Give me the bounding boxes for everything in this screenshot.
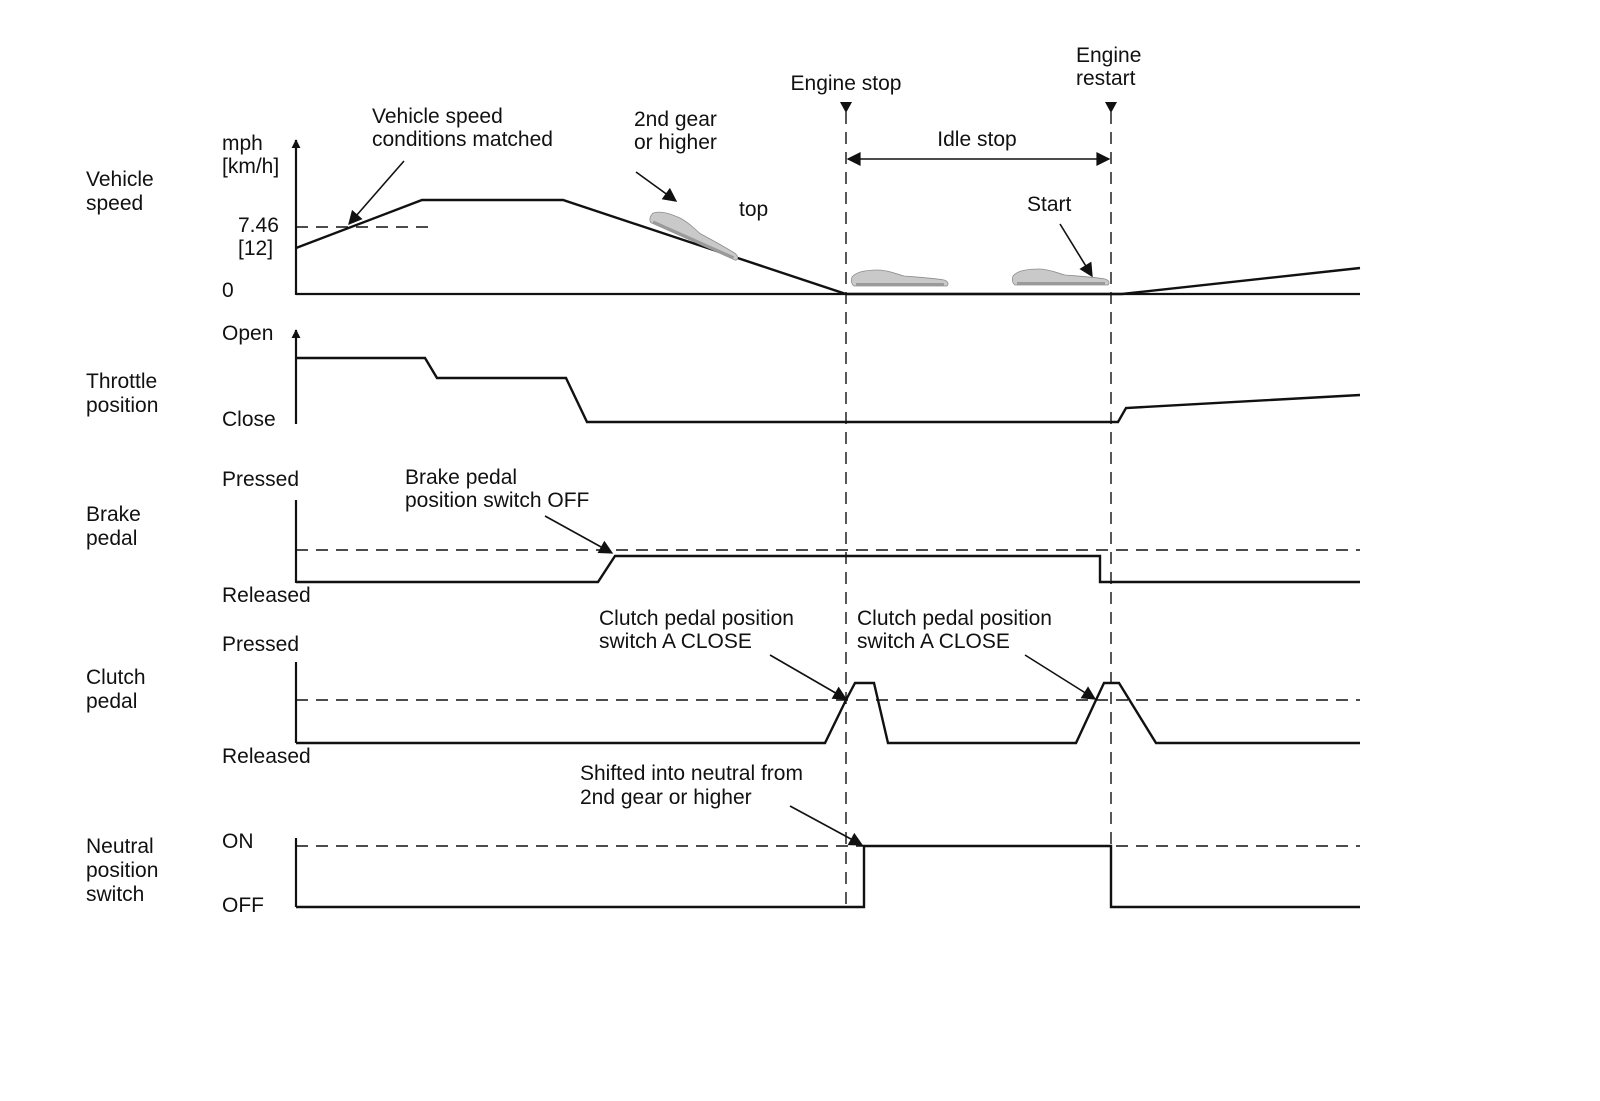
top-callout: top [739,198,768,221]
neutral-row-label-3: switch [86,883,144,906]
speed-matched-callout-2: conditions matched [372,128,553,151]
brake-pedal-trace [296,554,1360,584]
clutch-switch-callout-a-2: switch A CLOSE [599,630,752,653]
engine-restart-label-2: restart [1076,67,1136,90]
speed-unit-label-1: mph [222,132,263,155]
speed-threshold-label-1: 7.46 [238,214,279,237]
clutch-row-label-2: pedal [86,690,137,713]
throttle-open-label: Open [222,322,273,345]
clutch-switch-callout-b-1: Clutch pedal position [857,607,1052,630]
car-descending-icon [649,211,739,261]
brake-switch-pointer [544,515,614,554]
gear-callout-2: or higher [634,131,717,154]
clutch-switch-pointer-a [769,654,848,700]
brake-row-label-2: pedal [86,527,137,550]
clutch-pedal-trace [296,681,1360,745]
clutch-switch-callout-a-1: Clutch pedal position [599,607,794,630]
throttle-row-label-2: position [86,394,158,417]
speed-zero-label: 0 [222,279,234,302]
neutral-row-label-2: position [86,859,158,882]
speed-matched-pointer [348,160,405,226]
brake-switch-callout-1: Brake pedal [405,466,517,489]
speed-matched-callout-1: Vehicle speed [372,105,503,128]
gear-callout-1: 2nd gear [634,108,717,131]
throttle-close-label: Close [222,408,276,431]
throttle-position-trace [296,356,1361,424]
speed-unit-label-2: [km/h] [222,155,279,178]
brake-row-label-1: Brake [86,503,141,526]
engine-restart-label-1: Engine [1076,44,1141,67]
clutch-switch-pointer-b [1024,654,1097,700]
brake-released-label: Released [222,584,311,607]
speed-row-label-2: speed [86,192,143,215]
engine-restart-marker-icon [1105,102,1117,113]
neutral-switch-trace [296,844,1360,909]
idle-stop-label: Idle stop [937,128,1016,151]
neutral-shift-callout-1: Shifted into neutral from [580,762,803,785]
brake-pressed-label: Pressed [222,468,299,491]
neutral-on-label: ON [222,830,254,853]
brake-switch-callout-2: position switch OFF [405,489,589,512]
neutral-row-label-1: Neutral [86,835,154,858]
neutral-shift-callout-2: 2nd gear or higher [580,786,752,809]
gear-pointer [635,171,678,202]
clutch-switch-callout-b-2: switch A CLOSE [857,630,1010,653]
clutch-row-label-1: Clutch [86,666,146,689]
clutch-released-label: Released [222,745,311,768]
car-stopped-icon [851,269,949,287]
vehicle-speed-trace [295,198,1361,296]
engine-stop-label: Engine stop [791,72,902,95]
speed-row-label-1: Vehicle [86,168,154,191]
throttle-row-label-1: Throttle [86,370,157,393]
engine-stop-marker-icon [840,102,852,113]
speed-threshold-label-2: [12] [238,237,273,260]
neutral-off-label: OFF [222,894,264,917]
neutral-shift-pointer [789,805,864,846]
car-starting-icon [1012,268,1110,286]
start-pointer [1059,223,1093,278]
clutch-pressed-label: Pressed [222,633,299,656]
start-callout: Start [1027,193,1072,216]
